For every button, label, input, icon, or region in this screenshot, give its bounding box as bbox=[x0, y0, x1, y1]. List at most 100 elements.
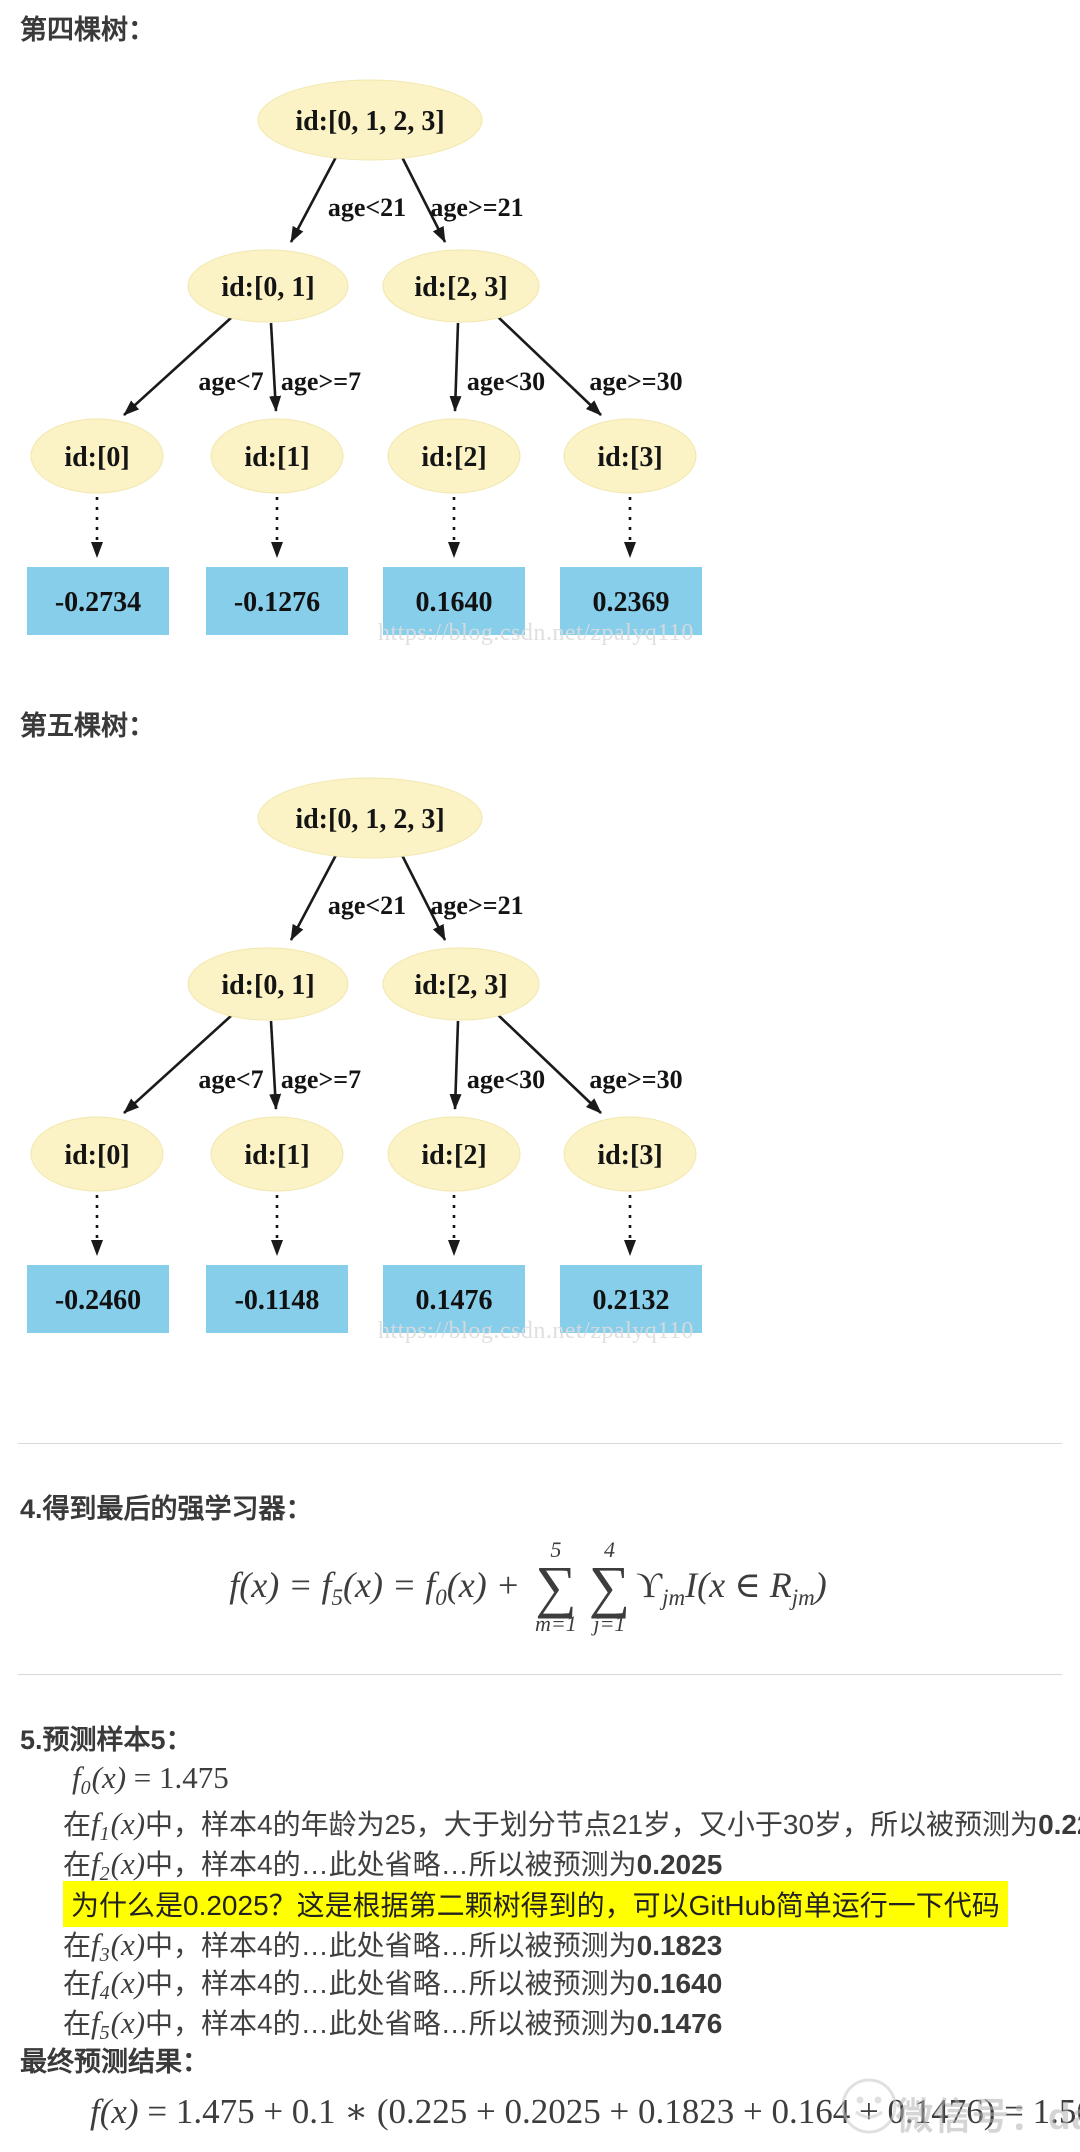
edge-label-age-ge7: age>=7 bbox=[281, 367, 361, 396]
leaf-value-1: -0.1148 bbox=[235, 1285, 320, 1316]
edge-label-age-ge30: age>=30 bbox=[589, 1065, 682, 1094]
formula-lhs: f(x) = f5(x) = f0(x) + bbox=[229, 1564, 530, 1610]
edge-label-age-ge21: age>=21 bbox=[430, 891, 523, 920]
edge-label-age-lt7: age<7 bbox=[198, 1065, 263, 1094]
edge-root-left bbox=[289, 854, 338, 941]
edge-label-age-lt30: age<30 bbox=[467, 367, 545, 396]
root-node bbox=[257, 777, 483, 859]
tree4-edges bbox=[123, 156, 602, 416]
tree5-nodes: id:[0, 1, 2, 3] id:[0, 1] id:[2, 3] id:[… bbox=[30, 777, 697, 1192]
value-box bbox=[27, 1265, 169, 1333]
edge-n01-leaf0 bbox=[123, 316, 233, 416]
formula-rhs: ϒjmI(x ∈ Rjm) bbox=[636, 1564, 827, 1610]
heading-tree4: 第四棵树： bbox=[20, 15, 155, 45]
leaf-3 bbox=[563, 418, 697, 494]
heading-tree5: 第五棵树： bbox=[20, 711, 155, 741]
node-01-label: id:[0, 1] bbox=[221, 970, 314, 1001]
tree4-svg: id:[0, 1, 2, 3] id:[0, 1] id:[2, 3] id:[… bbox=[27, 79, 702, 646]
node-23 bbox=[382, 249, 540, 323]
leaf-2 bbox=[387, 1116, 521, 1192]
tree4-edge-labels: age<21 age>=21 age<7 age>=7 age<30 age>=… bbox=[198, 193, 682, 396]
tree5-edges bbox=[123, 854, 602, 1114]
leaf-value-2: 0.1640 bbox=[416, 587, 493, 618]
edge-label-age-lt21: age<21 bbox=[328, 193, 406, 222]
prediction-line-f1: 在f1(x)中，样本4的年龄为25，大于划分节点21岁，又小于30岁，所以被预测… bbox=[63, 1806, 1080, 1845]
edge-label-age-lt7: age<7 bbox=[198, 367, 263, 396]
leaf-0 bbox=[30, 418, 164, 494]
leaf-2-label: id:[2] bbox=[421, 442, 486, 473]
edge-label-age-ge21: age>=21 bbox=[430, 193, 523, 222]
node-01-label: id:[0, 1] bbox=[221, 272, 314, 303]
sigma-icon: ∑ bbox=[588, 1554, 631, 1619]
strong-learner-formula: f(x) = f5(x) = f0(x) + 5 ∑ m=1 4 ∑ j=1 ϒ… bbox=[0, 1539, 1056, 1635]
highlight-note-line: 为什么是0.2025？这是根据第二颗树得到的，可以GitHub简单运行一下代码 bbox=[63, 1881, 1008, 1927]
node-23-label: id:[2, 3] bbox=[414, 272, 507, 303]
csdn-watermark: https://blog.csdn.net/zpalyq110 bbox=[378, 620, 694, 645]
value-box bbox=[383, 567, 525, 635]
highlight-note: 为什么是0.2025？这是根据第二颗树得到的，可以GitHub简单运行一下代码 bbox=[63, 1881, 1008, 1927]
prediction-line-f3: 在f3(x)中，样本4的…此处省略…所以被预测为0.1823 bbox=[63, 1927, 723, 1966]
edge-n01-leaf1 bbox=[269, 1020, 282, 1110]
value-box bbox=[206, 567, 348, 635]
heading-final-result: 最终预测结果： bbox=[20, 2047, 209, 2077]
leaf-2-label: id:[2] bbox=[421, 1140, 486, 1171]
edge-n23-leaf2 bbox=[449, 1020, 462, 1110]
node-01 bbox=[187, 947, 349, 1021]
leaf-3-label: id:[3] bbox=[597, 442, 662, 473]
csdn-watermark: https://blog.csdn.net/zpalyq110 bbox=[378, 1318, 694, 1343]
leaf-1-label: id:[1] bbox=[244, 442, 309, 473]
edge-n23-leaf3 bbox=[496, 1013, 602, 1114]
node-01 bbox=[187, 249, 349, 323]
leaf-3-label: id:[3] bbox=[597, 1140, 662, 1171]
leaf-0-label: id:[0] bbox=[64, 442, 129, 473]
leaf-value-0: -0.2460 bbox=[55, 1285, 141, 1316]
leaf-1 bbox=[210, 418, 344, 494]
node-23 bbox=[382, 947, 540, 1021]
edge-label-age-lt21: age<21 bbox=[328, 891, 406, 920]
edge-root-left bbox=[289, 156, 338, 243]
divider bbox=[18, 1674, 1062, 1675]
leaf-1 bbox=[210, 1116, 344, 1192]
final-prediction-formula: f(x) = 1.475 + 0.1 ∗ (0.225 + 0.2025 + 0… bbox=[90, 2092, 1080, 2131]
heading-predict: 5.预测样本5： bbox=[20, 1725, 193, 1755]
heading-strong-learner: 4.得到最后的强学习器： bbox=[20, 1494, 313, 1524]
node-23-label: id:[2, 3] bbox=[414, 970, 507, 1001]
value-box bbox=[206, 1265, 348, 1333]
tree-diagram-4: id:[0, 1, 2, 3] id:[0, 1] id:[2, 3] id:[… bbox=[0, 60, 760, 646]
edge-root-right bbox=[400, 156, 447, 243]
leaf-0 bbox=[30, 1116, 164, 1192]
edge-label-age-ge7: age>=7 bbox=[281, 1065, 361, 1094]
leaf-0-label: id:[0] bbox=[64, 1140, 129, 1171]
leaf-value-2: 0.1476 bbox=[416, 1285, 493, 1316]
tree5-edge-labels: age<21 age>=21 age<7 age>=7 age<30 age>=… bbox=[198, 891, 682, 1094]
divider bbox=[18, 1443, 1062, 1444]
tree5-dotted-edges bbox=[91, 1195, 636, 1256]
root-node bbox=[257, 79, 483, 161]
tree-diagram-5: id:[0, 1, 2, 3] id:[0, 1] id:[2, 3] id:[… bbox=[0, 758, 760, 1344]
value-box bbox=[383, 1265, 525, 1333]
tree4-nodes: id:[0, 1, 2, 3] id:[0, 1] id:[2, 3] id:[… bbox=[30, 79, 697, 494]
root-node-label: id:[0, 1, 2, 3] bbox=[295, 106, 444, 137]
edge-label-age-ge30: age>=30 bbox=[589, 367, 682, 396]
leaf-value-1: -0.1276 bbox=[234, 587, 320, 618]
edge-label-age-lt30: age<30 bbox=[467, 1065, 545, 1094]
prediction-line-f4: 在f4(x)中，样本4的…此处省略…所以被预测为0.1640 bbox=[63, 1965, 723, 2004]
edge-n23-leaf2 bbox=[449, 322, 462, 412]
leaf-value-3: 0.2369 bbox=[593, 587, 670, 618]
edge-n23-leaf3 bbox=[496, 315, 602, 416]
f0-line: f0(x) = 1.475 bbox=[72, 1760, 229, 1799]
sum-m: 5 ∑ m=1 bbox=[535, 1537, 577, 1637]
leaf-1-label: id:[1] bbox=[244, 1140, 309, 1171]
value-box bbox=[560, 567, 702, 635]
tree5-svg: id:[0, 1, 2, 3] id:[0, 1] id:[2, 3] id:[… bbox=[27, 777, 702, 1344]
edge-n01-leaf0 bbox=[123, 1014, 233, 1114]
root-node-label: id:[0, 1, 2, 3] bbox=[295, 804, 444, 835]
edge-root-right bbox=[400, 854, 447, 941]
leaf-value-3: 0.2132 bbox=[593, 1285, 670, 1316]
value-box bbox=[560, 1265, 702, 1333]
leaf-3 bbox=[563, 1116, 697, 1192]
tree5-value-boxes: -0.2460 -0.1148 0.1476 0.2132 bbox=[27, 1265, 702, 1333]
sum-j: 4 ∑ j=1 bbox=[588, 1537, 631, 1637]
tree4-dotted-edges bbox=[91, 497, 636, 558]
